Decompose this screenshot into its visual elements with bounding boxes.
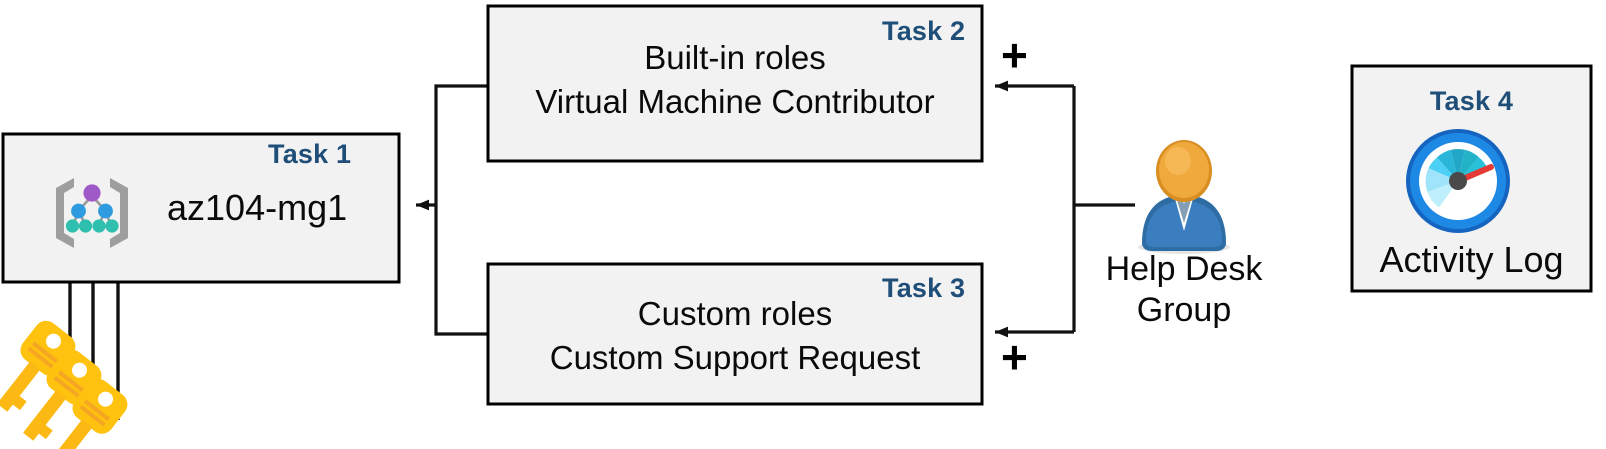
task1-line-1: az104-mg1: [167, 187, 348, 228]
task1-box[interactable]: [1, 132, 401, 284]
task2-line-1: Built-in roles: [644, 39, 826, 76]
task3-box[interactable]: [486, 262, 984, 406]
task3-label: Task 3: [882, 273, 966, 303]
management-group-icon: [56, 178, 128, 248]
help-desk-group-caption-line2: Group: [1136, 291, 1232, 329]
activity-log-gauge-icon: [1406, 129, 1510, 233]
user-person-icon: [1138, 140, 1230, 254]
task2-box[interactable]: [486, 4, 984, 163]
task1-label: Task 1: [268, 139, 352, 169]
keys-icon: [0, 320, 128, 449]
connector-roles-to-management-group: [416, 84, 488, 336]
connector-helpdesk-to-roles: [995, 80, 1135, 338]
task4-label: Task 4: [1429, 86, 1514, 116]
task2-line-2: Virtual Machine Contributor: [535, 83, 935, 120]
plus-operator-task2: +: [1001, 29, 1028, 81]
help-desk-group-caption-line1: Help Desk: [1105, 250, 1263, 288]
task4-line-1: Activity Log: [1379, 239, 1564, 280]
task3-line-1: Custom roles: [637, 295, 833, 332]
task3-line-2: Custom Support Request: [549, 339, 921, 376]
plus-operator-task3: +: [1001, 331, 1028, 383]
task2-label: Task 2: [882, 16, 966, 46]
